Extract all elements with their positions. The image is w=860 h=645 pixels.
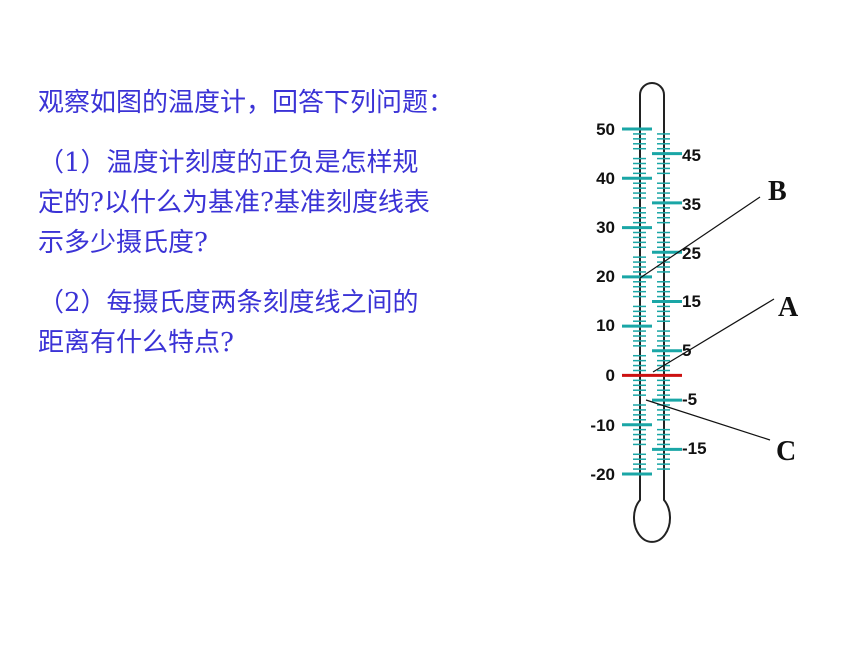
right-label-45: 45 [682, 146, 701, 165]
right-label-25: 25 [682, 244, 701, 263]
right-label-minus15: -15 [682, 439, 707, 458]
point-label-c: C [776, 436, 796, 467]
question-1-line-2: 定的?以什么为基准?基准刻度线表 [38, 188, 430, 218]
question-1-line-1: （1）温度计刻度的正负是怎样规 [38, 148, 419, 178]
left-label-50: 50 [596, 120, 615, 139]
question-2: （2）每摄氏度两条刻度线之间的 距离有什么特点? [38, 283, 548, 363]
right-label-15: 15 [682, 292, 701, 311]
pointer-line-b [639, 196, 761, 279]
right-label-5: 5 [682, 341, 691, 360]
left-label-10: 10 [596, 316, 615, 335]
question-2-line-2: 距离有什么特点? [38, 328, 234, 358]
question-1-line-3: 示多少摄氏度? [38, 228, 208, 258]
left-label-20: 20 [596, 267, 615, 286]
point-label-b: B [768, 176, 787, 207]
question-1: （1）温度计刻度的正负是怎样规 定的?以什么为基准?基准刻度线表 示多少摄氏度? [38, 143, 548, 263]
left-label-30: 30 [596, 218, 615, 237]
tick-marks [622, 127, 682, 476]
right-label-35: 35 [682, 195, 701, 214]
point-label-a: A [778, 292, 799, 323]
left-label-40: 40 [596, 169, 615, 188]
question-2-line-1: （2）每摄氏度两条刻度线之间的 [38, 288, 419, 318]
pointer-line-a [652, 298, 775, 373]
pointer-line-c [645, 399, 771, 441]
left-label-minus10: -10 [590, 416, 615, 435]
right-label-minus5: -5 [682, 390, 697, 409]
intro-text: 观察如图的温度计，回答下列问题： [38, 88, 455, 118]
thermometer-tube [633, 82, 671, 543]
left-label-0: 0 [606, 366, 615, 385]
left-label-minus20: -20 [590, 465, 615, 484]
